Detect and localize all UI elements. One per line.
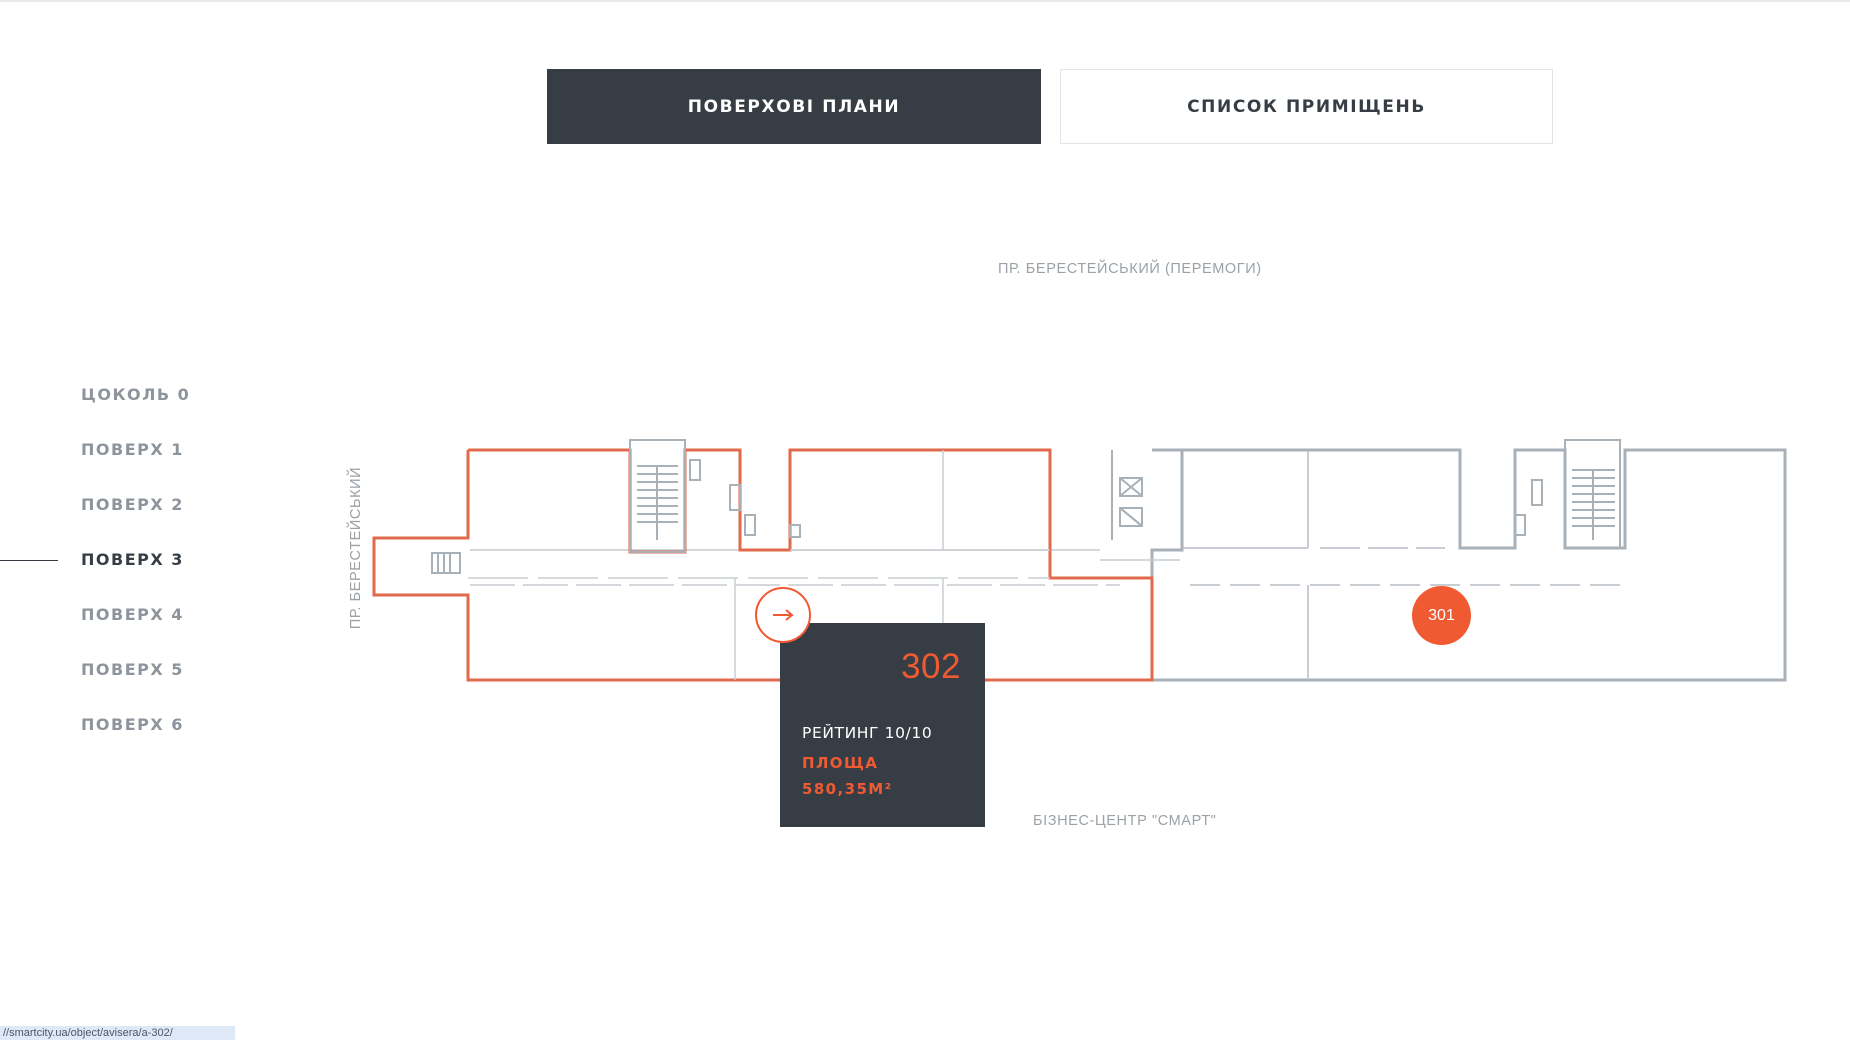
tab-rooms-list[interactable]: СПИСОК ПРИМІЩЕНЬ	[1060, 69, 1553, 144]
floor-item-3[interactable]: ПОВЕРХ 3	[81, 550, 184, 569]
floor-item-2[interactable]: ПОВЕРХ 2	[81, 495, 184, 514]
view-tabs: ПОВЕРХОВІ ПЛАНИ СПИСОК ПРИМІЩЕНЬ	[547, 69, 1553, 144]
room-tooltip: 302 РЕЙТИНГ 10/10 ПЛОЩА 580,35М²	[780, 623, 985, 827]
active-floor-indicator	[0, 560, 58, 561]
street-label-bottom: БІЗНЕС-ЦЕНТР "СМАРТ"	[1033, 813, 1217, 829]
tooltip-area-value: 580,35М²	[802, 780, 893, 798]
room-301-outline[interactable]	[1150, 448, 1787, 682]
elevator-icon	[1111, 450, 1143, 540]
stair-right-icon	[1514, 439, 1621, 549]
tooltip-area-label: ПЛОЩА	[802, 754, 879, 772]
corridor-lines	[470, 549, 1180, 586]
room-302-outline[interactable]	[372, 448, 1154, 682]
floor-item-4[interactable]: ПОВЕРХ 4	[81, 605, 184, 624]
tab-floor-plans[interactable]: ПОВЕРХОВІ ПЛАНИ	[547, 69, 1041, 144]
room-301-marker[interactable]: 301	[1412, 586, 1471, 645]
arrow-right-icon	[773, 609, 794, 621]
room-301-interior	[1182, 450, 1630, 680]
stair-left-icon	[431, 439, 801, 574]
floor-item-1[interactable]: ПОВЕРХ 1	[81, 440, 184, 459]
top-divider	[0, 0, 1850, 2]
floor-item-0[interactable]: ЦОКОЛЬ 0	[81, 385, 191, 404]
tooltip-rating: РЕЙТИНГ 10/10	[802, 724, 933, 742]
room-302-open-button[interactable]	[755, 587, 811, 643]
tooltip-room-number: 302	[901, 647, 961, 686]
street-label-top: ПР. БЕРЕСТЕЙСЬКИЙ (ПЕРЕМОГИ)	[998, 261, 1262, 277]
status-bar-url: //smartcity.ua/object/avisera/a-302/	[0, 1026, 235, 1040]
floor-item-5[interactable]: ПОВЕРХ 5	[81, 660, 184, 679]
floor-item-6[interactable]: ПОВЕРХ 6	[81, 715, 184, 734]
floor-plan	[372, 439, 1787, 682]
